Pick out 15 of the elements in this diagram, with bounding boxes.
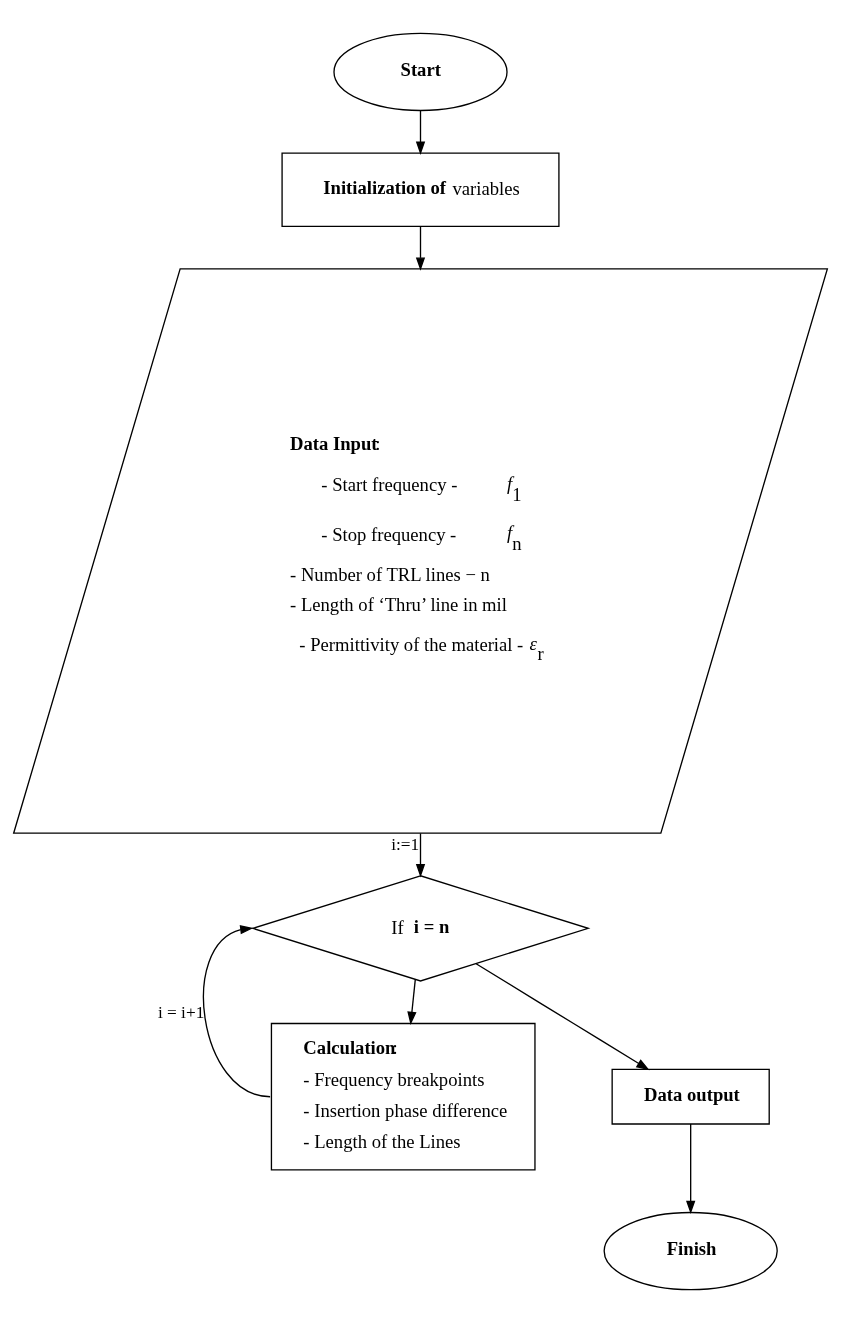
node-ellipse: Start	[333, 32, 508, 111]
arrow	[415, 225, 426, 271]
arrow	[202, 924, 271, 1097]
edge-label: i = i+1	[157, 1002, 205, 1022]
edge-label: i:=1	[391, 834, 420, 854]
node-ellipse: Finish	[603, 1211, 778, 1290]
arrow	[686, 1122, 696, 1214]
arrow	[475, 962, 650, 1070]
node-box: Data output	[611, 1068, 770, 1125]
node-box: Initialization of variables	[281, 151, 560, 227]
arrow	[415, 832, 426, 877]
arrow	[415, 109, 426, 155]
arrow	[407, 978, 417, 1025]
node-box: Calculation: - Frequency breakpoints - Insertion phase difference - Length of the Lines	[270, 1022, 536, 1171]
node-diamond: If i = n	[250, 874, 591, 982]
